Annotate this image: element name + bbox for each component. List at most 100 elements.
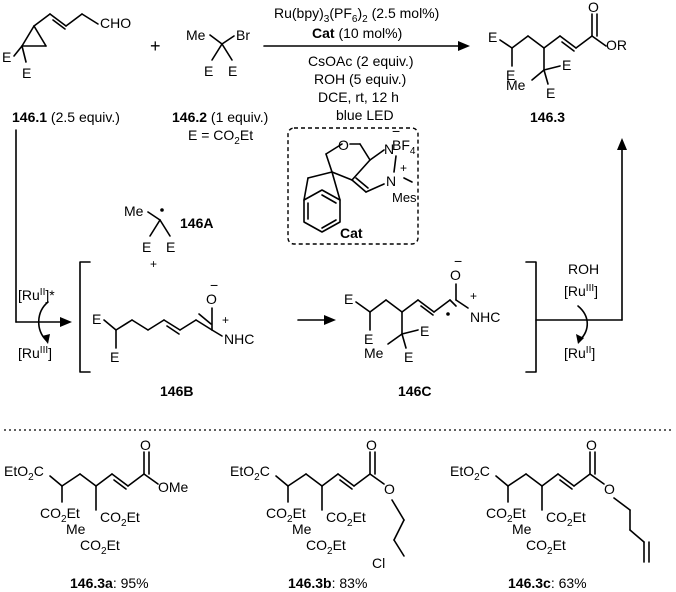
intermediate-146C-label: 146C: [398, 383, 431, 399]
svg-text:O: O: [366, 437, 377, 453]
ru-ii-right: [RuII]: [564, 345, 595, 361]
svg-text:E = CO2Et: E = CO2Et: [188, 127, 253, 147]
svg-text:O: O: [384, 481, 395, 497]
svg-text:E: E: [142, 239, 151, 255]
intermediate-146C: E E O − + NHC Me E E 146C: [344, 253, 500, 399]
svg-text:CO2Et: CO2Et: [326, 509, 366, 529]
product-146-3-structure: E E O OR Me E E 146.3: [488, 0, 627, 125]
svg-text:−: −: [454, 253, 462, 269]
svg-text:BF4: BF4: [392, 137, 416, 157]
product-146-3-label: 146.3: [530, 109, 565, 125]
svg-text:CO2Et: CO2Et: [80, 537, 120, 557]
example-146-3a: EtO2C O OMe CO2Et Me CO2Et CO2Et 146.3a:…: [4, 437, 189, 591]
svg-text:NHC: NHC: [224, 331, 254, 347]
reagent-146-2-structure: Me Br E E: [186, 27, 250, 79]
svg-text:E: E: [92, 311, 101, 327]
svg-text:EtO2C: EtO2C: [230, 463, 270, 483]
svg-text:CO2Et: CO2Et: [100, 509, 140, 529]
svg-text:NHC: NHC: [470, 309, 500, 325]
intermediate-146B: E E O − + NHC 146B: [92, 277, 254, 399]
svg-text:O: O: [450, 267, 461, 283]
svg-text:146.1 (2.5 equiv.): 146.1 (2.5 equiv.): [12, 109, 120, 125]
svg-text:E: E: [344, 291, 353, 307]
svg-text:E: E: [506, 67, 515, 83]
svg-text:EtO2C: EtO2C: [4, 463, 44, 483]
svg-text:E: E: [228, 63, 237, 79]
svg-text:CO2Et: CO2Et: [266, 505, 306, 525]
svg-text:Me: Me: [66, 521, 86, 537]
svg-text:E: E: [364, 331, 373, 347]
svg-text:Cl: Cl: [372, 555, 385, 571]
svg-text:E: E: [488, 29, 497, 45]
reaction-arrow: [263, 41, 470, 51]
svg-text:Me: Me: [506, 77, 526, 93]
reaction-conditions: Ru(bpy)3(PF6)2 (2.5 mol%) Cat (10 mol%) …: [274, 5, 439, 123]
svg-text:N: N: [384, 141, 394, 157]
svg-text:+: +: [150, 257, 157, 271]
svg-text:E: E: [166, 239, 175, 255]
svg-text:CO2Et: CO2Et: [546, 509, 586, 529]
reagent-146-1-structure: CHO E E: [2, 13, 131, 81]
radical-146A-label: 146A: [180, 215, 213, 231]
reagent-146-1-cho: CHO: [100, 15, 131, 31]
svg-text:E: E: [420, 323, 429, 339]
svg-text:146.2 (1 equiv.): 146.2 (1 equiv.): [172, 109, 268, 125]
svg-text:CO2Et: CO2Et: [306, 537, 346, 557]
svg-text:O: O: [140, 437, 151, 453]
svg-text:−: −: [210, 277, 218, 293]
catalyst-label: Cat: [340, 225, 363, 241]
reagent-146-1-e1: E: [2, 49, 11, 65]
example-146-3a-label: 146.3a: 95%: [70, 575, 149, 591]
example-146-3b: EtO2C O O Cl CO2Et Me CO2Et CO2Et 146.3b…: [230, 437, 405, 591]
svg-text:+: +: [400, 161, 407, 175]
svg-text:O: O: [338, 137, 349, 153]
radical-146A: Me E E + 146A: [124, 203, 213, 271]
svg-text:Mes: Mes: [392, 190, 417, 205]
svg-text:Me: Me: [512, 521, 532, 537]
example-146-3b-label: 146.3b: 83%: [288, 575, 367, 591]
svg-text:Me: Me: [292, 521, 312, 537]
example-146-3c-label: 146.3c: 63%: [508, 575, 587, 591]
svg-text:E: E: [546, 85, 555, 101]
mechanism-right-path: [535, 138, 627, 344]
svg-text:+: +: [222, 313, 229, 327]
condition-nhc: Cat (10 mol%): [312, 25, 402, 41]
svg-text:EtO2C: EtO2C: [450, 463, 490, 483]
svg-text:OR: OR: [606, 37, 627, 53]
reagent-146-1-e2: E: [22, 65, 31, 81]
roh-label: ROH: [568, 261, 599, 277]
svg-text:CO2Et: CO2Et: [486, 505, 526, 525]
svg-text:CO2Et: CO2Et: [526, 537, 566, 557]
svg-text:O: O: [586, 437, 597, 453]
condition-base: CsOAc (2 equiv.): [308, 53, 414, 69]
ru-iii-left: [RuIII]: [18, 345, 52, 361]
arrow-b-to-c: [297, 315, 336, 325]
svg-text:E: E: [562, 57, 571, 73]
ru-ii-excited: [RuII]*: [18, 287, 55, 303]
svg-text:E: E: [204, 63, 213, 79]
svg-text:Me: Me: [364, 345, 384, 361]
condition-photocatalyst: Ru(bpy)3(PF6)2 (2.5 mol%): [274, 5, 439, 25]
svg-text:CO2Et: CO2Et: [40, 505, 80, 525]
condition-solvent: DCE, rt, 12 h: [318, 89, 399, 105]
svg-text:Me: Me: [124, 203, 144, 219]
intermediate-146B-label: 146B: [160, 383, 193, 399]
plus-sign: +: [150, 36, 161, 56]
svg-text:O: O: [206, 291, 217, 307]
svg-text:O: O: [588, 0, 599, 15]
svg-text:Br: Br: [236, 27, 250, 43]
ru-iii-right: [RuIII]: [564, 283, 598, 299]
mechanism-left-path: [15, 129, 72, 344]
example-146-3c: EtO2C O O CO2Et Me CO2Et CO2Et 146.3c: 6…: [450, 437, 650, 591]
reagent-labels: 146.1 (2.5 equiv.) 146.2 (1 equiv.) E = …: [12, 109, 268, 147]
svg-text:E: E: [110, 349, 119, 365]
intermediate-brackets: [79, 261, 537, 373]
svg-text:OMe: OMe: [158, 479, 189, 495]
svg-text:−: −: [392, 123, 400, 139]
svg-text:+: +: [470, 289, 477, 303]
svg-text:Me: Me: [186, 27, 206, 43]
svg-text:O: O: [604, 481, 615, 497]
condition-light: blue LED: [336, 107, 394, 123]
svg-text:E: E: [404, 349, 413, 365]
